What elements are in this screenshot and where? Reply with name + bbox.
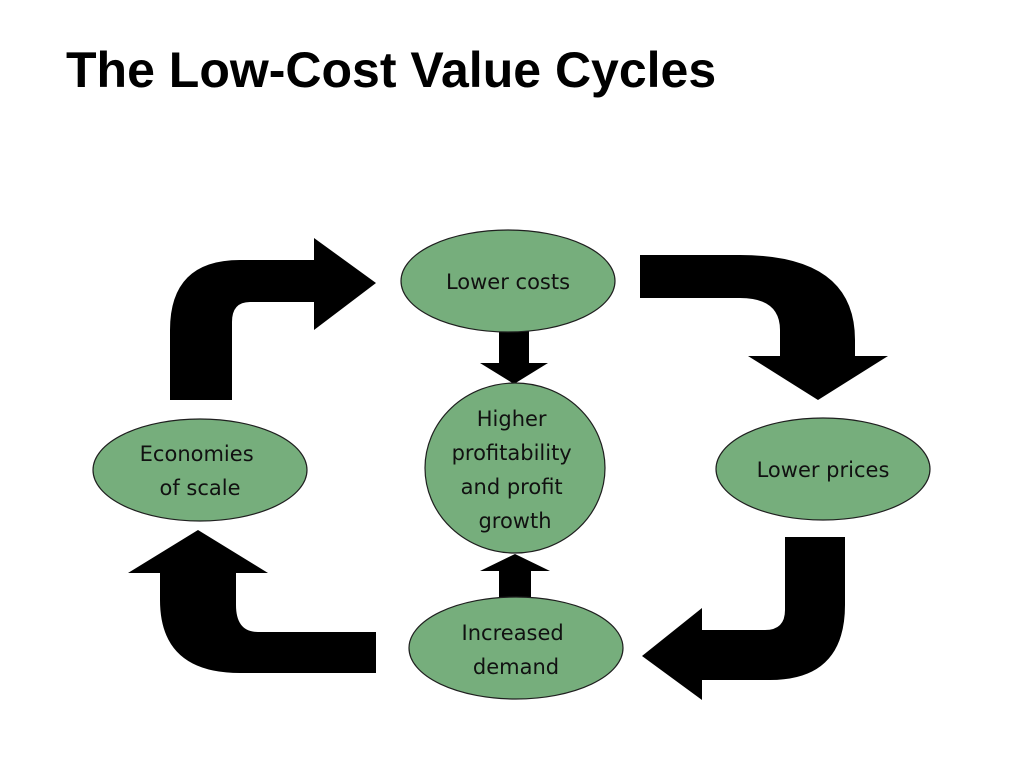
node-lower-prices-shape: [715, 417, 931, 521]
arrow-demand-to-scale: [128, 530, 376, 673]
slide-title: The Low-Cost Value Cycles: [66, 42, 717, 98]
node-higher-profitability: Higher profitability and profit growth: [424, 382, 606, 554]
node-lower-prices: Lower prices: [715, 417, 931, 521]
node-higher-profitability-line-1: Higher: [477, 407, 547, 431]
node-higher-profitability-label: Higher profitability and profit growth: [452, 407, 579, 533]
arrow-scale-to-costs: [170, 238, 376, 400]
node-economies-of-scale-label: Economies of scale: [140, 442, 261, 500]
node-lower-costs-label: Lower costs: [446, 270, 570, 294]
node-lower-prices-label: Lower prices: [757, 458, 890, 482]
node-economies-of-scale-shape: [92, 418, 308, 522]
arrow-costs-to-profitability: [480, 330, 548, 384]
node-economies-of-scale-line-1: Economies: [140, 442, 254, 466]
node-increased-demand-line-2: demand: [473, 655, 559, 679]
node-higher-profitability-line-3: and profit: [461, 475, 563, 499]
node-increased-demand-line-1: Increased: [462, 621, 564, 645]
node-increased-demand-shape: [408, 596, 624, 700]
node-lower-costs-line-1: Lower costs: [446, 270, 570, 294]
node-economies-of-scale-line-2: of scale: [159, 476, 240, 500]
node-increased-demand-label: Increased demand: [462, 621, 571, 679]
node-higher-profitability-line-4: growth: [478, 509, 551, 533]
node-higher-profitability-line-2: profitability: [452, 441, 572, 465]
node-lower-prices-line-1: Lower prices: [757, 458, 890, 482]
node-economies-of-scale: Economies of scale: [92, 418, 308, 522]
node-increased-demand: Increased demand: [408, 596, 624, 700]
arrow-demand-to-profitability: [480, 554, 550, 600]
arrow-costs-to-prices: [640, 255, 888, 400]
node-lower-costs: Lower costs: [400, 229, 616, 333]
node-higher-profitability-shape: [424, 382, 606, 554]
arrow-prices-to-demand: [642, 537, 845, 700]
node-lower-costs-shape: [400, 229, 616, 333]
